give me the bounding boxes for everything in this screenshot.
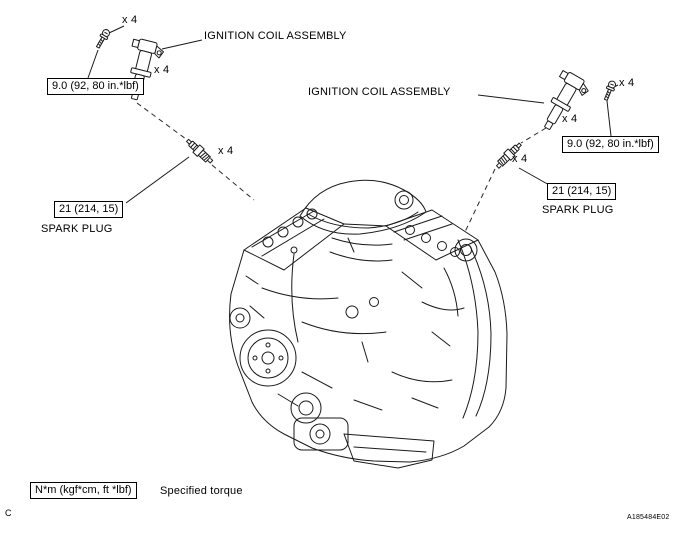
plug-torque-spec-left: 21 (214, 15) bbox=[54, 201, 124, 218]
plug-torque-spec-right: 21 (214, 15) bbox=[547, 183, 617, 200]
torque-legend-box: N*m (kgf*cm, ft *lbf) bbox=[30, 482, 137, 499]
engine-illustration bbox=[229, 179, 508, 469]
page-corner-mark: C bbox=[5, 508, 12, 518]
ignition-coil-right-drawing bbox=[544, 70, 589, 130]
ignition-coil-label-right: IGNITION COIL ASSEMBLY bbox=[308, 86, 451, 98]
callout-leader-lines bbox=[87, 25, 619, 204]
bolt-qty-right: x 4 bbox=[619, 77, 635, 89]
plug-qty-left: x 4 bbox=[218, 145, 234, 157]
coil-torque-spec-left: 9.0 (92, 80 in.*lbf) bbox=[47, 78, 144, 95]
plug-qty-right: x 4 bbox=[512, 153, 528, 165]
figure-id-code: A185484E02 bbox=[627, 514, 670, 521]
bolt-right-drawing bbox=[603, 80, 616, 101]
ignition-coil-label-left: IGNITION COIL ASSEMBLY bbox=[204, 30, 347, 42]
spark-plug-left-drawing bbox=[186, 138, 214, 164]
coil-qty-left: x 4 bbox=[154, 64, 170, 76]
installation-axis-lines bbox=[136, 102, 547, 235]
spark-plug-label-right: SPARK PLUG bbox=[542, 204, 614, 216]
coil-torque-spec-right: 9.0 (92, 80 in.*lbf) bbox=[562, 136, 659, 153]
bolt-qty-left: x 4 bbox=[122, 14, 138, 26]
coil-qty-right: x 4 bbox=[562, 113, 578, 125]
bolt-left-drawing bbox=[95, 29, 110, 49]
torque-legend-description: Specified torque bbox=[160, 485, 243, 497]
spark-plug-right-drawing bbox=[496, 142, 522, 169]
spark-plug-label-left: SPARK PLUG bbox=[41, 223, 113, 235]
